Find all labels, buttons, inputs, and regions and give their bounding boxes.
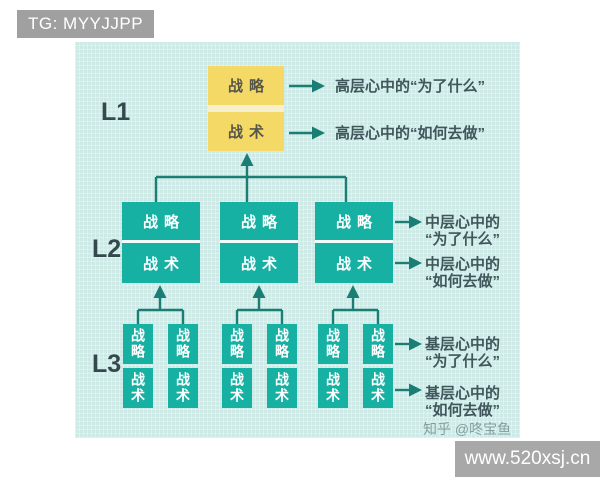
l1-why-annotation: 高层心中的“为了什么”: [335, 78, 486, 95]
l3-strategy-box: 战略: [168, 324, 198, 364]
l1-strategy-box: 战略: [208, 66, 284, 105]
level-1-label: L1: [101, 98, 131, 126]
l1-tactic-box: 战术: [208, 112, 284, 151]
zhihu-watermark: 知乎 @咚宝鱼: [423, 421, 512, 437]
l2-tactic-box: 战术: [315, 243, 393, 283]
l3-why-line1: 基层心中的: [425, 336, 501, 353]
l3-how-annotation: 基层心中的 “如何去做”: [425, 385, 500, 419]
l2-tactic-box: 战术: [220, 243, 298, 283]
l2-why-line2: “为了什么”: [425, 231, 501, 248]
l2-how-line1: 中层心中的: [425, 256, 501, 273]
bottom-right-badge-text: www.520xsj.cn: [464, 448, 591, 469]
l3-how-line2: “如何去做”: [425, 402, 501, 419]
l3-tactic-box: 战术: [267, 368, 297, 408]
l3-tactic-box: 战术: [363, 368, 393, 408]
l3-tactic-box: 战术: [318, 368, 348, 408]
l3-why-annotation: 基层心中的 “为了什么”: [425, 336, 500, 370]
l2-strategy-box: 战略: [122, 202, 200, 240]
l2-why-annotation: 中层心中的 “为了什么”: [425, 214, 500, 248]
bottom-right-watermark-badge: www.520xsj.cn: [455, 441, 600, 477]
l3-tactic-box: 战术: [168, 368, 198, 408]
l3-why-line2: “为了什么”: [425, 353, 501, 370]
l2-box-group-right: 战略 战术: [315, 202, 393, 283]
l3-strategy-box: 战略: [363, 324, 393, 364]
level-3-label: L3: [92, 350, 122, 378]
l1-box-group: 战略 战术: [208, 66, 284, 151]
l2-box-group-left: 战略 战术: [122, 202, 200, 283]
l3-tactic-box: 战术: [222, 368, 252, 408]
l2-strategy-box: 战略: [220, 202, 298, 240]
l2-why-line1: 中层心中的: [425, 214, 501, 231]
l2-tactic-box: 战术: [122, 243, 200, 283]
l2-strategy-box: 战略: [315, 202, 393, 240]
l3-tactic-box: 战术: [123, 368, 153, 408]
l3-how-line1: 基层心中的: [425, 385, 501, 402]
l1-how-annotation: 高层心中的“如何去做”: [335, 125, 486, 142]
top-left-badge-text: TG: MYYJJPP: [28, 14, 144, 33]
top-left-watermark-badge: TG: MYYJJPP: [17, 10, 155, 38]
l3-strategy-box: 战略: [318, 324, 348, 364]
l3-strategy-box: 战略: [222, 324, 252, 364]
l3-strategy-box: 战略: [267, 324, 297, 364]
l3-strategy-box: 战略: [123, 324, 153, 364]
level-2-label: L2: [92, 235, 122, 263]
l2-how-annotation: 中层心中的 “如何去做”: [425, 256, 500, 290]
l2-box-group-middle: 战略 战术: [220, 202, 298, 283]
l2-how-line2: “如何去做”: [425, 273, 501, 290]
